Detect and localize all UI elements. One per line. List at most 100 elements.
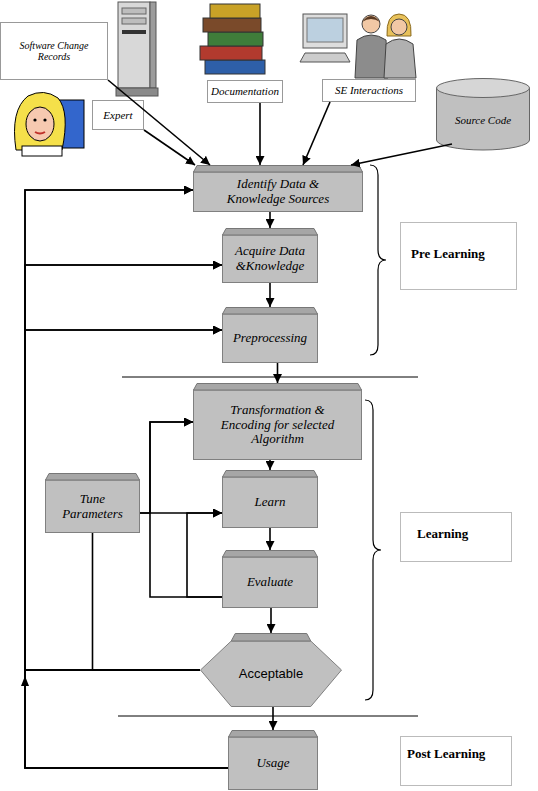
loop-arrowhead bbox=[21, 676, 29, 686]
box-bevel bbox=[223, 471, 318, 478]
phase-separator bbox=[122, 377, 418, 378]
box-bevel bbox=[194, 384, 362, 391]
node-text: Source Code bbox=[455, 114, 511, 127]
node-text: Learn bbox=[254, 495, 285, 510]
phase-label: Post Learning bbox=[407, 747, 485, 762]
flow-arrow bbox=[269, 460, 271, 470]
book bbox=[200, 46, 262, 60]
flow-arrow bbox=[269, 528, 271, 550]
phase-label: Learning bbox=[417, 527, 468, 542]
source-label-box: Documentation bbox=[207, 80, 283, 103]
flow-arrow bbox=[140, 512, 222, 514]
flow-arrow bbox=[303, 102, 330, 165]
box-body bbox=[194, 390, 362, 460]
process-box: Learn bbox=[222, 470, 318, 528]
process-box: Identify Data & Knowledge Sources bbox=[193, 165, 363, 212]
box-body bbox=[223, 477, 318, 528]
flow-arrow bbox=[187, 513, 222, 597]
person-hair bbox=[362, 16, 380, 22]
box-bevel bbox=[223, 308, 318, 315]
source-label-box: Software Change Records bbox=[0, 22, 108, 80]
process-box: Usage bbox=[228, 730, 318, 790]
process-box: Evaluate bbox=[222, 550, 318, 608]
phase-brace bbox=[370, 165, 386, 355]
flow-arrow bbox=[259, 103, 261, 165]
book bbox=[203, 18, 261, 32]
box-body bbox=[229, 737, 318, 790]
flow-arrow bbox=[140, 422, 193, 513]
box-body bbox=[223, 314, 318, 363]
process-box: Preprocessing bbox=[222, 307, 318, 363]
server-slot bbox=[122, 30, 146, 34]
expert-mouth bbox=[35, 132, 45, 134]
flow-arrow bbox=[25, 330, 222, 670]
node-text: Transformation & Encoding for selected A… bbox=[209, 403, 346, 448]
node-text: Acceptable bbox=[239, 667, 303, 682]
person-body bbox=[355, 35, 388, 78]
flow-arrow bbox=[269, 212, 271, 228]
person-hair bbox=[387, 14, 411, 36]
box-bevel bbox=[46, 474, 140, 481]
monitor bbox=[303, 14, 347, 48]
expert-hair bbox=[15, 92, 66, 150]
box-bevel bbox=[229, 731, 318, 738]
expert-face bbox=[26, 107, 54, 141]
flow-arrow bbox=[269, 283, 271, 307]
server-body bbox=[118, 2, 150, 88]
book bbox=[208, 32, 263, 46]
node-text: Preprocessing bbox=[233, 331, 307, 346]
node-text: Identify Data & Knowledge Sources bbox=[221, 177, 335, 207]
box-bevel bbox=[194, 166, 363, 173]
phase-brace bbox=[365, 400, 381, 700]
flow-arrow bbox=[351, 144, 452, 165]
person-head bbox=[362, 15, 380, 33]
flow-arrow bbox=[93, 533, 201, 670]
node-text: Evaluate bbox=[247, 575, 293, 590]
node-text: Tune Parameters bbox=[55, 492, 130, 522]
book bbox=[205, 60, 265, 74]
person-head bbox=[391, 19, 407, 35]
hexagon-body bbox=[201, 641, 342, 707]
flow-arrow bbox=[25, 265, 228, 768]
flow-arrow bbox=[144, 130, 195, 165]
hexagon-bevel bbox=[231, 634, 311, 642]
expert-eye bbox=[43, 118, 46, 121]
box-bevel bbox=[223, 229, 318, 236]
node-text: Documentation bbox=[211, 85, 279, 98]
process-box: Tune Parameters bbox=[45, 473, 140, 533]
flow-arrow bbox=[270, 608, 272, 633]
flow-arrow bbox=[25, 190, 200, 670]
cylinder-top bbox=[437, 79, 530, 98]
node-text: Expert bbox=[103, 109, 132, 122]
monitor-screen bbox=[307, 18, 343, 42]
flow-arrow bbox=[277, 363, 279, 383]
source-label-box: Expert bbox=[92, 100, 144, 130]
process-box: Transformation & Encoding for selected A… bbox=[193, 383, 362, 460]
flow-arrow bbox=[272, 707, 274, 730]
box-body bbox=[46, 480, 140, 533]
person-body bbox=[384, 39, 416, 78]
expert-shoulders bbox=[22, 146, 62, 156]
box-body bbox=[223, 557, 318, 608]
box-body bbox=[194, 172, 363, 212]
node-text: SE Interactions bbox=[335, 84, 403, 97]
phase-box: Learning bbox=[400, 512, 512, 562]
database-cylinder: Source Code bbox=[436, 78, 530, 150]
process-box: Acquire Data &Knowledge bbox=[222, 228, 318, 283]
keyboard bbox=[300, 53, 350, 62]
phase-separator bbox=[118, 716, 418, 717]
node-text: Software Change Records bbox=[15, 40, 93, 63]
book bbox=[210, 4, 260, 18]
node-text: Usage bbox=[256, 756, 289, 771]
box-body bbox=[223, 235, 318, 283]
server-drive bbox=[122, 8, 146, 14]
server-side bbox=[150, 2, 156, 88]
connector-group bbox=[25, 80, 452, 768]
phase-box: Post Learning bbox=[400, 736, 512, 786]
node-text: Acquire Data &Knowledge bbox=[226, 244, 314, 274]
server-base bbox=[116, 88, 158, 96]
box-bevel bbox=[223, 551, 318, 558]
expert-eye bbox=[33, 118, 36, 121]
phase-box: Pre Learning bbox=[400, 222, 517, 290]
